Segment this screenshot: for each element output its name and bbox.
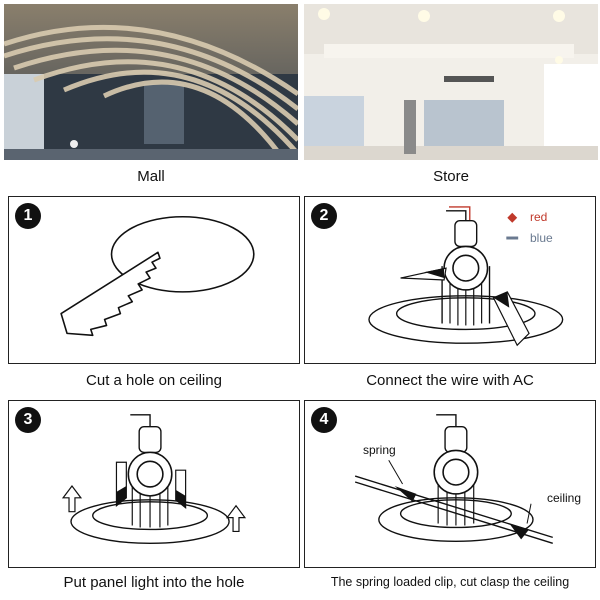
step-number-badge: 3: [15, 407, 41, 433]
step-2-panel: 2 red blue: [304, 196, 596, 364]
step-3-caption: Put panel light into the hole: [63, 574, 245, 591]
store-caption: Store: [433, 168, 469, 185]
step-4-caption: The spring loaded clip, cut clasp the ce…: [330, 575, 570, 589]
legend-blue-label: blue: [530, 231, 553, 245]
step-number-badge: 2: [311, 203, 337, 229]
step-1-caption: Cut a hole on ceiling: [86, 372, 222, 389]
step-4-panel: 4 spring ceiling: [304, 400, 596, 568]
step-number-badge: 1: [15, 203, 41, 229]
store-photo: [304, 4, 598, 160]
wire-connect-illustration: [368, 206, 564, 347]
step-number-badge: 4: [311, 407, 337, 433]
ceiling-label: ceiling: [547, 491, 582, 505]
step-3-panel: 3: [8, 400, 300, 568]
step-2-caption: Connect the wire with AC: [366, 372, 534, 389]
legend-red-label: red: [530, 210, 548, 224]
spring-label: spring: [363, 443, 396, 457]
mall-photo: [4, 4, 298, 160]
step-1-panel: 1: [8, 196, 300, 364]
spring-clip-illustration: [354, 414, 553, 544]
saw-hole-illustration: [60, 215, 255, 337]
mall-caption: Mall: [137, 168, 165, 185]
insert-panel-illustration: [61, 414, 247, 544]
